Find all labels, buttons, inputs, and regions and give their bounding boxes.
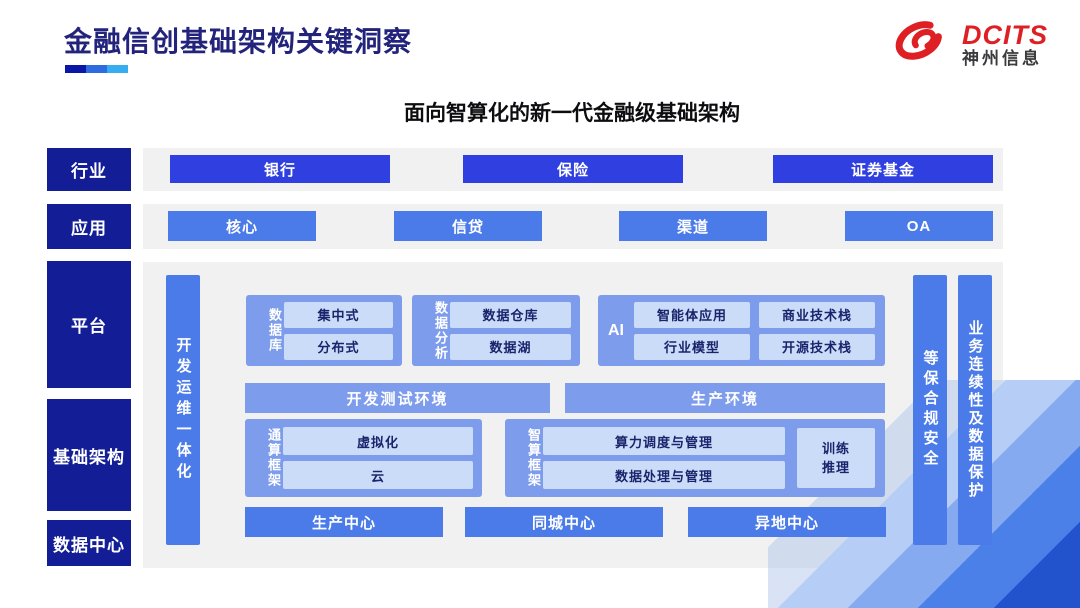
- logo-brand-text: DCITS: [962, 20, 1048, 51]
- center-box-remote: 异地中心: [688, 507, 886, 537]
- page-title: 金融信创基础架构关键洞察: [64, 26, 413, 57]
- row-label-industry: 行业: [47, 148, 131, 191]
- intelligent-compute-item-data-mgmt: 数据处理与管理: [543, 461, 785, 489]
- ai-item-commercial-stack: 商业技术栈: [759, 301, 875, 328]
- underline-segment-mid: [86, 65, 107, 73]
- business-continuity-bar: 业务连续性及数据保护: [958, 275, 992, 545]
- row-label-platform: 平台: [47, 261, 131, 388]
- company-logo: DCITS 神州信息: [891, 16, 1048, 73]
- general-compute-section: 通算框架 虚拟化 云: [245, 419, 482, 497]
- industry-box-insurance: 保险: [463, 155, 683, 183]
- ai-item-industry-model: 行业模型: [634, 333, 750, 360]
- industry-box-bank: 银行: [170, 155, 390, 183]
- logo-company-name: 神州信息: [962, 48, 1042, 68]
- intelligent-compute-item-train-infer: 训练 推理: [797, 428, 875, 488]
- logo-swirl-icon: [891, 16, 953, 73]
- industry-box-securities-funds: 证券基金: [773, 155, 993, 183]
- underline-segment-dark: [65, 65, 86, 73]
- application-box-oa: OA: [845, 211, 993, 241]
- row-label-application: 应用: [47, 204, 131, 249]
- application-box-core: 核心: [168, 211, 316, 241]
- underline-segment-light: [107, 65, 128, 73]
- database-section: 数据库 集中式 分布式: [246, 295, 402, 366]
- production-environment-bar: 生产环境: [565, 383, 885, 413]
- devops-integration-bar: 开发运维一体化: [166, 275, 200, 545]
- row-label-datacenter: 数据中心: [47, 520, 131, 566]
- ai-section: AI 智能体应用 商业技术栈 行业模型 开源技术栈: [598, 295, 885, 366]
- analytics-item-warehouse: 数据仓库: [450, 301, 571, 328]
- analytics-item-lake: 数据湖: [450, 333, 571, 360]
- intelligent-compute-label: 智算框架: [526, 428, 541, 488]
- dev-test-environment-bar: 开发测试环境: [245, 383, 550, 413]
- ai-section-label: AI: [608, 321, 624, 339]
- diagram-title: 面向智算化的新一代金融级基础架构: [404, 102, 740, 125]
- application-box-channel: 渠道: [619, 211, 767, 241]
- database-item-centralized: 集中式: [284, 301, 393, 328]
- analytics-section-label: 数据分析: [433, 300, 448, 361]
- title-underline: [65, 65, 128, 73]
- security-compliance-bar: 等保合规安全: [913, 275, 947, 545]
- general-compute-label: 通算框架: [266, 428, 281, 488]
- ai-item-opensource-stack: 开源技术栈: [759, 333, 875, 360]
- ai-item-agent-app: 智能体应用: [634, 301, 750, 328]
- center-box-production: 生产中心: [245, 507, 443, 537]
- row-label-infrastructure: 基础架构: [47, 399, 131, 511]
- application-box-credit: 信贷: [394, 211, 542, 241]
- general-compute-item-cloud: 云: [283, 461, 473, 489]
- intelligent-compute-section: 智算框架 算力调度与管理 数据处理与管理 训练 推理: [505, 419, 885, 497]
- database-section-label: 数据库: [267, 308, 282, 353]
- general-compute-item-virtualization: 虚拟化: [283, 427, 473, 455]
- center-box-same-city: 同城中心: [465, 507, 663, 537]
- database-item-distributed: 分布式: [284, 333, 393, 360]
- analytics-section: 数据分析 数据仓库 数据湖: [412, 295, 580, 366]
- intelligent-compute-item-scheduling: 算力调度与管理: [543, 427, 785, 455]
